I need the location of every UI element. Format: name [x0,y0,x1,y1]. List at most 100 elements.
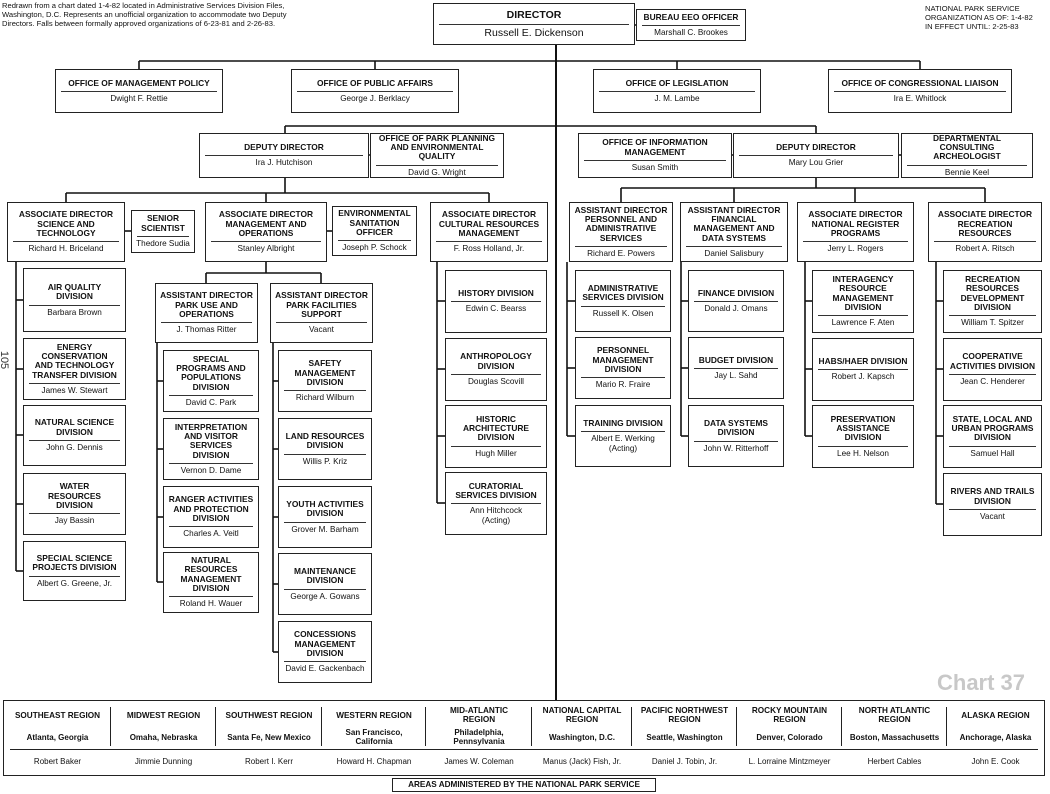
unit-title: Recreation Resources Development Divisio… [960,274,1025,313]
unit-head-name: Barbara Brown [47,307,102,317]
unit-separator [284,661,366,663]
unit-head-name: Albert G. Greene, Jr. [36,578,113,588]
unit-maintenance: Maintenance DivisionGeorge A. Gowans [278,553,372,615]
region-separator [110,707,111,746]
unit-title: Rivers and Trails Division [950,486,1035,506]
region-director: Daniel J. Tobin, Jr. [651,756,718,766]
unit-separator [338,240,411,242]
unit-finance: Finance DivisionDonald J. Omans [688,270,784,332]
unit-separator [686,245,782,247]
unit-separator [297,90,453,92]
unit-asd-personnel: Assistant Director Personnel and Adminis… [569,202,673,262]
unit-separator [694,300,778,302]
unit-separator [581,377,665,379]
unit-head-name: F. Ross Holland, Jr. [453,244,525,254]
unit-separator [137,236,189,238]
unit-head-name: William T. Spitzer [961,318,1024,328]
unit-separator [934,241,1036,243]
unit-head-name: Mary Lou Grier [788,158,844,168]
unit-head-name: Robert A. Ritsch [955,244,1015,254]
unit-head-name: John G. Dennis [46,443,103,453]
unit-separator [949,509,1036,511]
unit-separator [949,315,1036,317]
unit-separator [451,374,541,376]
region-cell: National Capital RegionWashington, D.C.M… [532,701,632,775]
unit-head-name: Willis P. Kriz [302,456,348,466]
unit-title: Natural Resources Management Division [180,555,242,594]
unit-separator [694,440,778,442]
unit-title: Associate Director Management and Operat… [218,209,314,238]
unit-asd-facilities: Assistant Director Park Facilities Suppo… [270,283,373,343]
unit-separator [169,596,253,598]
unit-title: Deputy Director [776,142,856,153]
unit-safety: Safety Management DivisionRichard Wilbur… [278,350,372,412]
unit-title: Office of Park Planning and Environmenta… [378,132,496,162]
source-note: Redrawn from a chart dated 1-4-82 locate… [2,1,287,28]
unit-head-name: Donald J. Omans [704,303,768,313]
unit-cooperative: Cooperative Activities DivisionJean C. H… [943,338,1042,401]
unit-asd-park-use: Assistant Director Park Use and Operatio… [155,283,258,343]
unit-title: State, Local and Urban Programs Division [951,413,1034,443]
unit-title: HABS/HAER Division [818,356,908,367]
unit-ad-recreation: Associate Director Recreation ResourcesR… [928,202,1042,262]
unit-title: Associate Director National Register Pro… [808,209,903,238]
region-name: Rocky Mountain Region [751,706,828,724]
unit-recreation-dev: Recreation Resources Development Divisio… [943,270,1042,333]
region-name: Southeast Region [14,710,101,720]
unit-title: Interagency Resource Management Division [832,274,894,313]
unit-separator [29,304,120,306]
unit-separator [739,155,893,157]
unit-youth: Youth Activities DivisionGrover M. Barha… [278,486,372,548]
unit-separator [803,241,908,243]
unit-title: Departmental Consulting Archeologist [932,132,1002,162]
region-name: Midwest Region [126,710,201,720]
unit-special-science: Special Science Projects DivisionAlbert … [23,541,126,601]
unit-head-name: Douglas Scovill [468,377,524,387]
unit-interpretation: Interpretation and Visitor Services Divi… [163,418,259,480]
unit-title: Historic Architecture Division [462,413,530,443]
unit-interagency: Interagency Resource Management Division… [812,270,914,333]
unit-title: Special Programs and Populations Divisio… [176,353,246,392]
region-director: Jimmie Dunning [134,756,193,766]
unit-separator [581,431,665,433]
unit-separator [599,90,755,92]
region-director: Manus (Jack) Fish, Jr. [542,756,622,766]
unit-title: Deputy Director [244,142,324,153]
unit-separator [284,521,366,523]
unit-info-mgmt: Office of Information ManagementSusan Sm… [578,133,732,178]
unit-head-name: Vacant [309,325,334,335]
unit-head-name: Russell E. Dickenson [484,27,584,39]
unit-head-name: Russell K. Olsen [592,308,654,318]
region-city: Philadelphia, Pennsylvania [453,728,505,746]
unit-head-name: J. M. Lambe [654,93,700,103]
unit-title: Associate Director Cultural Resources Ma… [438,209,540,238]
unit-title: Land Resources Division [285,430,365,451]
unit-head-name: Joseph P. Schock [342,243,407,253]
unit-energy: Energy Conservation and Technology Trans… [23,338,126,400]
unit-mgmt-policy: Office of Management PolicyDwight F. Ret… [55,69,223,113]
unit-title: Youth Activities Division [286,498,364,519]
unit-separator [284,453,366,455]
unit-head-name: Vacant [980,512,1005,522]
unit-ranger: Ranger Activities and Protection Divisio… [163,486,259,548]
unit-separator [436,241,542,243]
unit-head-name: Charles A. Veitl [183,529,239,539]
unit-head-name: Albert E. Werking (Acting) [591,434,655,453]
unit-title: Cooperative Activities Division [949,351,1036,371]
unit-title: Assistant Director Personnel and Adminis… [574,204,668,243]
unit-separator [29,575,120,577]
unit-admin-services: Administrative Services DivisionRussell … [575,270,671,332]
region-name: Mid-Atlantic Region [449,706,509,724]
effective-date-note: National Park Service Organization as of… [925,4,1033,31]
region-separator [215,707,216,746]
unit-head-name: Lawrence F. Aten [831,318,895,328]
region-cell: Western RegionSan Francisco, CaliforniaH… [322,701,426,775]
unit-ad-science: Associate Director Science and Technolog… [7,202,125,262]
region-director: L. Lorraine Mintzmeyer [748,756,831,766]
unit-separator [284,588,366,590]
unit-head-name: Richard E. Powers [587,248,655,258]
